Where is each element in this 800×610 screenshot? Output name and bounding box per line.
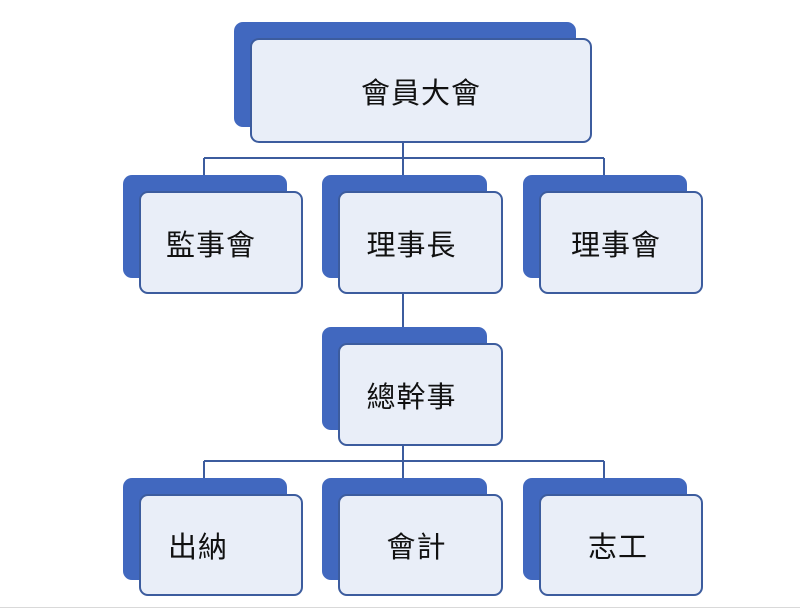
node-box: 會員大會 bbox=[250, 38, 592, 143]
bottom-divider bbox=[0, 607, 800, 608]
node-board-of-supervisors: 監事會 bbox=[123, 175, 303, 294]
node-box: 會計 bbox=[338, 494, 503, 596]
node-box: 理事長 bbox=[338, 191, 503, 294]
node-accountant: 會計 bbox=[322, 478, 503, 596]
node-box: 總幹事 bbox=[338, 343, 503, 446]
node-label: 會計 bbox=[386, 530, 447, 564]
node-cashier: 出納 bbox=[123, 478, 303, 596]
node-secretary-general: 總幹事 bbox=[322, 327, 503, 446]
node-box: 出納 bbox=[139, 494, 303, 596]
node-board-of-directors: 理事會 bbox=[523, 175, 703, 294]
node-general-assembly: 會員大會 bbox=[234, 22, 592, 143]
node-box: 理事會 bbox=[539, 191, 703, 294]
node-label: 總幹事 bbox=[366, 379, 457, 414]
node-label: 會員大會 bbox=[360, 75, 481, 110]
node-label: 監事會 bbox=[165, 227, 256, 262]
node-box: 志工 bbox=[539, 494, 703, 596]
node-volunteers: 志工 bbox=[523, 478, 703, 596]
node-label: 理事會 bbox=[570, 227, 661, 262]
node-box: 監事會 bbox=[139, 191, 303, 294]
node-chairman: 理事長 bbox=[322, 175, 503, 294]
node-label: 出納 bbox=[167, 530, 228, 564]
node-label: 志工 bbox=[587, 530, 648, 564]
node-label: 理事長 bbox=[366, 227, 457, 262]
